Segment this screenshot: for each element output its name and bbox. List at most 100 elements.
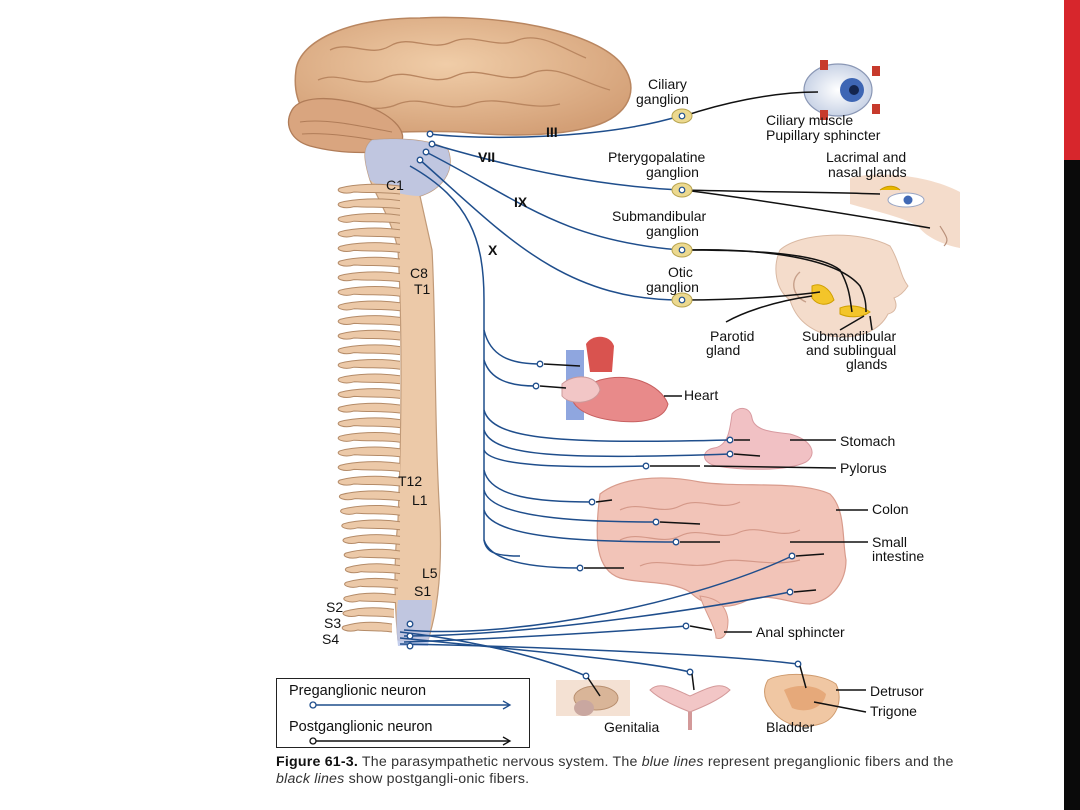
label-small-intestine-2: intestine — [872, 548, 924, 564]
fiber-terminal — [794, 660, 802, 668]
fiber-cn7-post-lacrimal — [683, 189, 881, 195]
spinal-nerve-root — [341, 519, 401, 531]
spinal-nerve-root — [343, 592, 397, 604]
label-small-intestine-1: Small — [872, 534, 907, 550]
fiber-sacral-uterus — [399, 637, 691, 673]
spinal-nerve-root — [341, 621, 393, 633]
spinal-nerve-root — [344, 577, 399, 589]
spinal-nerve-root — [342, 534, 401, 545]
fiber-sacral-rectum — [403, 591, 791, 637]
fiber-terminal — [406, 620, 414, 628]
caption-text-2: represent preganglionic fibers and the — [703, 754, 954, 770]
spinal-nerve-root — [337, 344, 401, 356]
label-lacrimal-2: nasal glands — [828, 164, 907, 180]
caption-black-lines: black lines — [276, 771, 345, 787]
fiber-terminal — [726, 450, 734, 458]
figure-caption: Figure 61-3. The parasympathetic nervous… — [276, 754, 966, 802]
label-ciliary-muscle: Ciliary muscle — [766, 112, 853, 128]
nerve-label-iii: III — [546, 124, 558, 140]
fiber-vagus-intestine-1 — [483, 489, 657, 523]
legend: Preganglionic neuron Postganglionic neur… — [276, 678, 530, 748]
level-label-t1: T1 — [414, 281, 431, 297]
spinal-nerve-root — [337, 242, 401, 253]
legend-preganglionic-label: Preganglionic neuron — [289, 683, 427, 699]
fiber-post-intestine-1 — [659, 521, 701, 525]
spinal-nerve-root — [337, 329, 401, 341]
level-label-t12: T12 — [398, 473, 422, 489]
fiber-terminal — [672, 538, 680, 546]
level-label-c8: C8 — [410, 265, 428, 281]
label-stomach: Stomach — [840, 433, 895, 449]
fiber-terminal — [588, 498, 596, 506]
fiber-cn3-pre — [429, 115, 681, 139]
label-otic-ganglion-2: ganglion — [646, 279, 699, 295]
label-sublingual-1: Submandibular — [802, 328, 897, 344]
spinal-nerve-root — [343, 548, 401, 560]
spinal-nerve-root — [337, 431, 401, 443]
fiber-terminal — [428, 140, 436, 148]
label-lacrimal-1: Lacrimal and — [826, 149, 906, 165]
fiber-terminal — [406, 632, 414, 640]
label-pterygopalatine-1: Pterygopalatine — [608, 149, 706, 165]
intestines-illustration — [596, 477, 847, 639]
spinal-nerve-root — [337, 475, 401, 487]
accent-bar-red — [1064, 0, 1080, 160]
level-label-s1: S1 — [414, 583, 431, 599]
fiber-terminal — [406, 642, 414, 650]
fiber-terminal — [686, 668, 694, 676]
fiber-post-sacral-colon — [795, 553, 825, 557]
fiber-post-sacral-anal — [689, 625, 713, 631]
fiber-cn7-pre-submand — [425, 151, 681, 251]
label-ciliary-ganglion-1: Ciliary — [648, 76, 687, 92]
nerve-fibers — [399, 91, 931, 713]
label-bladder: Bladder — [766, 719, 815, 735]
fiber-post-submand-b — [683, 249, 867, 313]
caption-text-3: show postgangli-onic fibers. — [344, 771, 530, 787]
level-label-c1: C1 — [386, 177, 404, 193]
fiber-vagus-stomach-2 — [483, 429, 731, 458]
spinal-nerve-root — [337, 183, 401, 195]
bladder-illustration — [764, 673, 840, 727]
ganglia — [671, 108, 693, 308]
fiber-post-heart-1 — [543, 363, 581, 367]
fiber-terminal — [726, 436, 734, 444]
fiber-cn7-pre-ptery — [431, 143, 681, 191]
nerve-label-x: X — [488, 242, 498, 258]
spinal-nerve-root — [344, 563, 401, 575]
spinal-nerve-root — [337, 417, 401, 429]
spinal-nerve-root — [337, 271, 401, 283]
fiber-terminal — [786, 588, 794, 596]
fiber-vagus-pylorus — [483, 449, 647, 468]
fiber-terminal — [682, 622, 690, 630]
fiber-vagus-intestine-2 — [483, 509, 677, 543]
fiber-terminal — [532, 382, 540, 390]
label-sublingual-2: and sublingual — [806, 342, 896, 358]
fiber-vagus-heart-1 — [483, 329, 541, 365]
label-submandibular-ganglion-2: ganglion — [646, 223, 699, 239]
face-eye-illustration — [850, 174, 960, 248]
fiber-post-heart-2 — [539, 385, 567, 389]
ciliary-ganglion-synapse — [678, 112, 686, 120]
level-label-l1: L1 — [412, 492, 428, 508]
fiber-post-uterus — [691, 673, 695, 691]
spinal-nerve-root — [337, 446, 401, 458]
fiber-sacral-bladder — [399, 643, 799, 665]
label-heart: Heart — [684, 387, 718, 403]
caption-figure-number: Figure 61-3. — [276, 754, 359, 770]
fiber-cn3-post — [683, 91, 819, 117]
fiber-terminal — [536, 360, 544, 368]
spinal-nerve-root — [337, 358, 401, 370]
fiber-terminal — [652, 518, 660, 526]
leader-line — [703, 465, 837, 469]
spinal-nerve-root — [337, 256, 401, 268]
fiber-vagus-intestine-3 — [483, 539, 581, 569]
nerve-label-vii: VII — [478, 149, 495, 165]
fiber-sacral-genitalia — [399, 631, 587, 677]
label-pupillary-sphincter: Pupillary sphincter — [766, 127, 881, 143]
stomach-illustration — [704, 408, 813, 470]
fiber-terminal — [642, 462, 650, 470]
fiber-post-genitalia — [587, 677, 601, 697]
spinal-nerve-root — [337, 388, 401, 399]
nerve-label-ix: IX — [514, 194, 528, 210]
